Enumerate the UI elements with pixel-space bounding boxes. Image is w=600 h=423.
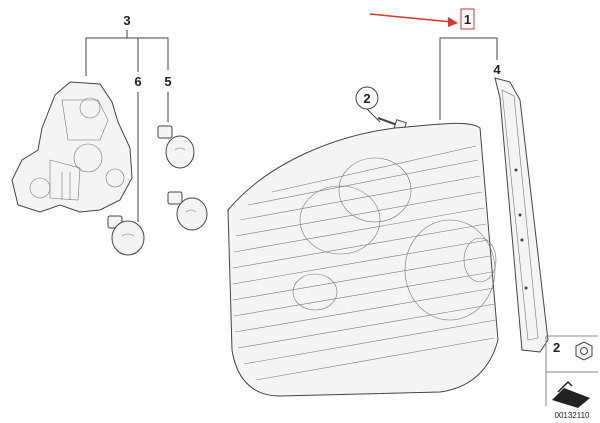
callout-6[interactable]: 6 bbox=[134, 74, 141, 89]
leader-2 bbox=[366, 108, 381, 123]
leader-lines-3 bbox=[85, 30, 169, 76]
bulb-holder-part bbox=[11, 81, 133, 213]
callout-3[interactable]: 3 bbox=[123, 13, 130, 28]
leader-lines-1 bbox=[439, 37, 498, 120]
bulb-5-upper bbox=[157, 125, 195, 169]
diagram-id: 00132110 bbox=[555, 411, 591, 420]
callout-4[interactable]: 4 bbox=[493, 62, 501, 77]
highlight-box bbox=[460, 8, 475, 30]
hex-nut-icon bbox=[575, 341, 593, 361]
legend-callout-2[interactable]: 2 bbox=[553, 340, 560, 355]
stepped-arrow-icon bbox=[552, 380, 590, 408]
legend-box: 2 00132110 bbox=[545, 335, 598, 420]
bulb-6 bbox=[107, 215, 145, 256]
gasket-part bbox=[494, 77, 549, 353]
red-arrow-icon bbox=[369, 13, 458, 27]
callout-2[interactable]: 2 bbox=[363, 91, 370, 106]
bulb-5-lower bbox=[167, 191, 208, 231]
callout-5[interactable]: 5 bbox=[164, 74, 171, 89]
callout-1[interactable]: 1 bbox=[464, 12, 471, 27]
tail-light-part bbox=[227, 122, 499, 397]
callout-2-badge[interactable]: 2 bbox=[355, 86, 379, 110]
lens-ribs bbox=[232, 145, 497, 381]
